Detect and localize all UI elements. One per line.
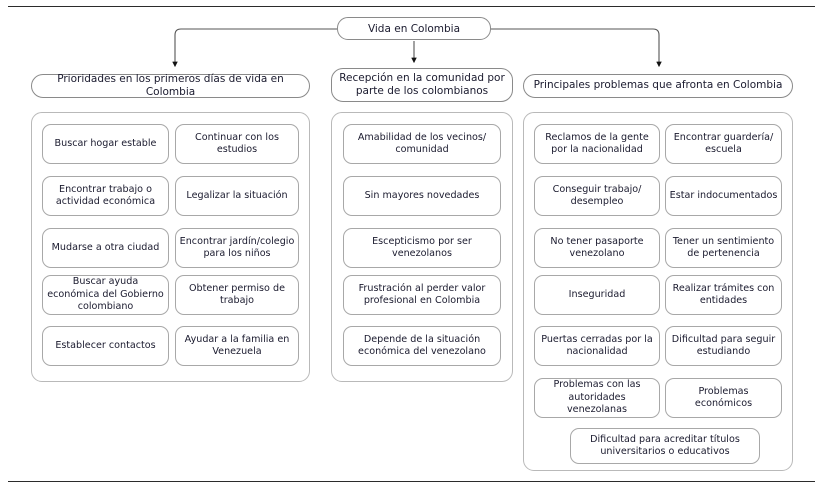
category-header-prioridades: Prioridades en los primeros días de vida… [31, 72, 310, 98]
top-divider-rule [8, 6, 815, 7]
item-box: Mudarse a otra ciudad [42, 228, 169, 268]
item-box: Legalizar la situación [175, 176, 299, 216]
item-box: Escepticismo por ser venezolanos [343, 228, 501, 268]
item-box: No tener pasaporte venezolano [534, 228, 660, 268]
item-box: Amabilidad de los vecinos/ comunidad [343, 124, 501, 164]
bottom-divider-rule [8, 481, 815, 482]
item-box: Tener un sentimiento de pertenencia [665, 228, 782, 268]
item-box: Realizar trámites con entidades [665, 275, 782, 315]
item-box: Sin mayores novedades [343, 176, 501, 216]
item-box: Encontrar jardín/colegio para los niños [175, 228, 299, 268]
item-box: Obtener permiso de trabajo [175, 275, 299, 315]
item-box: Puertas cerradas por la nacionalidad [534, 326, 660, 366]
item-box: Buscar hogar estable [42, 124, 169, 164]
item-box: Problemas con las autoridades venezolana… [534, 378, 660, 418]
item-box: Inseguridad [534, 275, 660, 315]
item-box: Continuar con los estudios [175, 124, 299, 164]
item-box: Frustración al perder valor profesional … [343, 275, 501, 315]
category-header-label: Principales problemas que afronta en Col… [533, 79, 783, 92]
category-header-recepcion: Recepción en la comunidad por parte de l… [331, 68, 513, 102]
item-box: Conseguir trabajo/ desempleo [534, 176, 660, 216]
category-header-label: Recepción en la comunidad por parte de l… [339, 71, 505, 97]
item-box: Problemas económicos [665, 378, 782, 418]
root-node-label: Vida en Colombia [367, 22, 461, 35]
item-box: Buscar ayuda económica del Gobierno colo… [42, 275, 169, 315]
category-header-label: Prioridades en los primeros días de vida… [57, 72, 284, 98]
item-box: Dificultad para acreditar títulos univer… [570, 428, 760, 464]
item-box: Reclamos de la gente por la nacionalidad [534, 124, 660, 164]
item-box: Establecer contactos [42, 326, 169, 366]
item-box: Depende de la situación económica del ve… [343, 326, 501, 366]
item-box: Dificultad para seguir estudiando [665, 326, 782, 366]
item-box: Encontrar trabajo o actividad económica [42, 176, 169, 216]
category-header-problemas: Principales problemas que afronta en Col… [523, 74, 793, 98]
item-box: Encontrar guardería/ escuela [665, 124, 782, 164]
item-box: Ayudar a la familia en Venezuela [175, 326, 299, 366]
root-node: Vida en Colombia [337, 17, 491, 40]
item-box: Estar indocumentados [665, 176, 782, 216]
